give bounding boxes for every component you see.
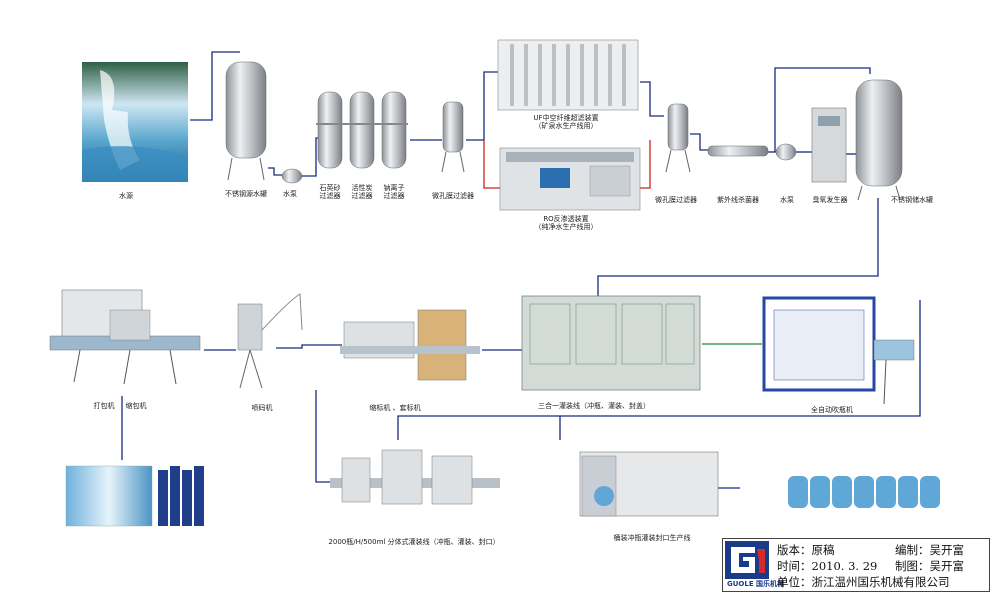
uv-sterilizer-equipment [707, 145, 769, 157]
label-filter-quartz: 石英砂过滤器 [319, 184, 341, 200]
label-blower: 全自动吹瓶机 [811, 406, 853, 414]
pump-1-equipment [281, 168, 303, 184]
microfilter-2-equipment [665, 103, 691, 173]
label-water-source: 水源 [119, 192, 133, 200]
label-ro-unit: RO反渗透装置（纯净水生产线用） [534, 215, 598, 231]
filter-group-equipment [316, 91, 408, 169]
unit-text: 单位：浙江温州国乐机械有限公司 [777, 575, 950, 589]
water-barrels-image [788, 476, 940, 508]
drafter-text: 制图：吴开富 [895, 559, 964, 573]
label-filler-3in1: 三合一灌装线（冲瓶、灌装、封盖） [538, 402, 650, 410]
bottle-pack-image [65, 465, 204, 527]
label-labeler: 缩标机 、套标机 [369, 404, 421, 412]
ro-unit-equipment [499, 147, 641, 211]
label-filter-carbon: 活性炭过滤器 [351, 184, 373, 200]
label-line-2000: 2000瓶/H/500ml 分体式灌装线（冲瓶、灌装、封口） [328, 538, 500, 546]
storage-tank-equipment [855, 79, 903, 201]
ozone-generator-equipment [811, 107, 847, 183]
pump-2-equipment [775, 143, 797, 161]
time-text: 时间：2010. 3. 29 [777, 559, 878, 573]
label-shrink: 缩包机 [125, 402, 147, 410]
label-pump-2: 水泵 [780, 196, 794, 204]
label-raw-tank: 不锈钢源水罐 [225, 190, 267, 198]
label-ozone-generator: 臭氧发生器 [812, 196, 848, 204]
label-microfilter-1: 微孔膜过滤器 [432, 192, 474, 200]
barrel-line-equipment [579, 451, 719, 517]
coder-equipment [237, 293, 303, 389]
labeler-equipment [340, 309, 480, 381]
water-source-image [82, 62, 188, 182]
packer-equipment [49, 289, 201, 385]
uf-unit-equipment [497, 39, 639, 111]
label-uf-unit: UF中空纤维超滤装置（矿泉水生产线用） [533, 114, 599, 130]
label-filter-ion: 钠离子过滤器 [383, 184, 405, 200]
label-packer: 打包机 [93, 402, 115, 410]
logo-text: GUOLE 国乐机械 [727, 580, 785, 588]
guole-logo-icon [725, 541, 769, 579]
compiler-text: 编制：吴开富 [895, 543, 964, 557]
label-microfilter-2: 微孔膜过滤器 [655, 196, 697, 204]
version-text: 版本：原稿 [777, 543, 835, 557]
raw-water-tank-equipment [225, 61, 267, 181]
label-pump-1: 水泵 [283, 190, 297, 198]
filling-line-2000-equipment [330, 449, 500, 505]
blower-equipment [762, 296, 915, 405]
label-barrel-line: 桶装冲瓶灌装封口生产线 [613, 534, 691, 542]
microfilter-1-equipment [441, 101, 465, 173]
label-uv-sterilizer: 紫外线杀菌器 [717, 196, 759, 204]
filler-3in1-equipment [521, 295, 701, 391]
label-coder: 喷码机 [251, 404, 273, 412]
label-storage-tank: 不锈钢储水罐 [891, 196, 933, 204]
title-block: GUOLE 国乐机械 版本：原稿 编制：吴开富 时间：2010. 3. 29 制… [722, 538, 990, 592]
